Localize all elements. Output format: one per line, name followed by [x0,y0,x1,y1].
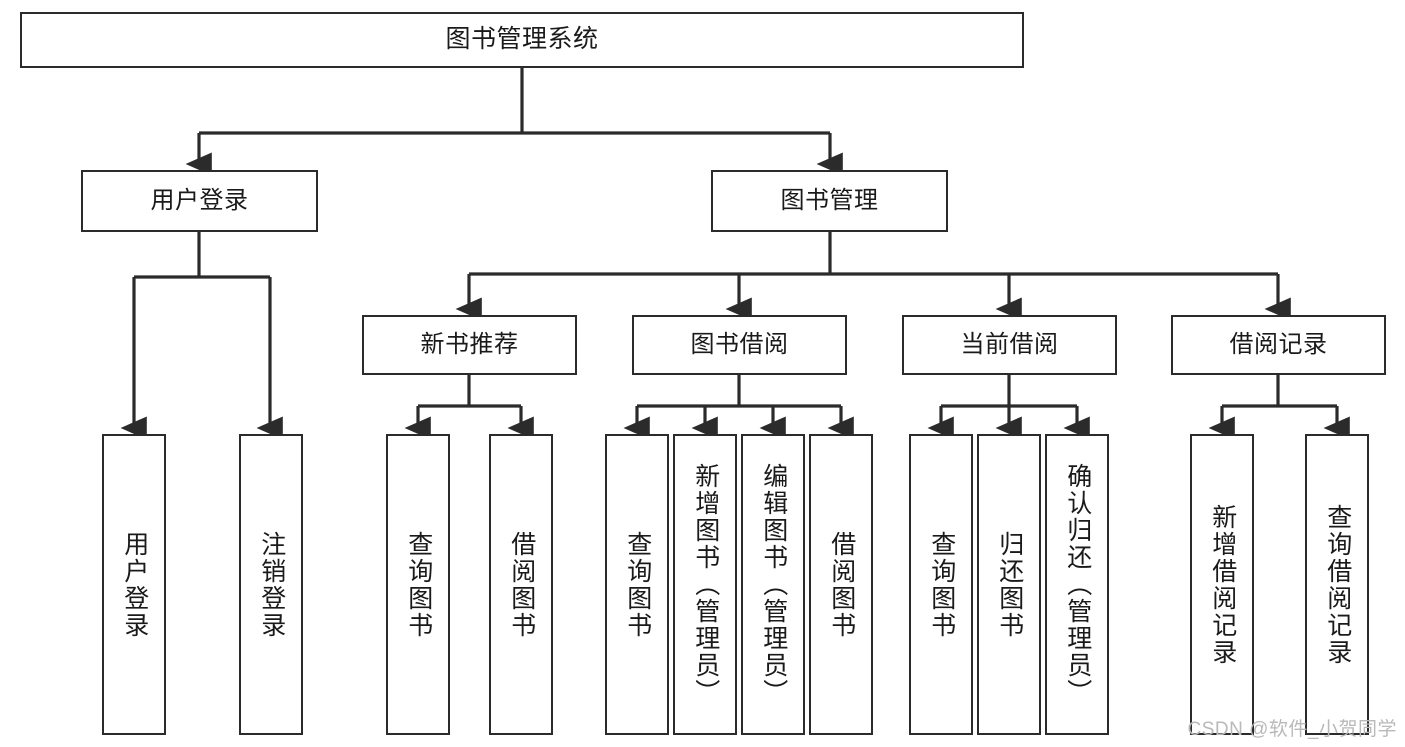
csdn-watermark: CSDN @软件_小贺同学 [1187,719,1397,740]
node-label: 借阅图书 [507,530,536,639]
node-label: 新增借阅记录 [1208,503,1237,666]
node-leaf-borrow-book[interactable]: 借阅图书 [809,434,873,735]
node-leaf-borrow-book-recommend[interactable]: 借阅图书 [489,434,553,735]
node-label: 图书管理系统 [445,25,599,54]
node-book-management[interactable]: 图书管理 [711,170,948,232]
node-leaf-query-borrow-record[interactable]: 查询借阅记录 [1305,434,1369,735]
node-leaf-query-book-borrow[interactable]: 查询图书 [605,434,669,735]
node-leaf-query-book-recommend[interactable]: 查询图书 [386,434,450,735]
node-leaf-user-login[interactable]: 用户登录 [102,434,166,735]
node-new-book-recommend[interactable]: 新书推荐 [362,315,577,375]
node-label: 编辑图书（管理员） [759,463,788,706]
node-label: 查询图书 [927,530,956,639]
node-borrow-record[interactable]: 借阅记录 [1171,315,1386,375]
node-label: 注销登录 [257,530,286,639]
node-label: 用户登录 [120,530,149,639]
node-label: 查询图书 [404,530,433,639]
node-book-borrow[interactable]: 图书借阅 [632,315,847,375]
node-label: 新增图书（管理员） [691,463,720,706]
node-label: 归还图书 [995,530,1024,639]
node-label: 查询图书 [623,530,652,639]
node-leaf-return-book[interactable]: 归还图书 [977,434,1041,735]
node-label: 用户登录 [150,186,249,214]
node-label: 查询借阅记录 [1323,503,1352,666]
node-label: 当前借阅 [960,330,1059,358]
node-current-borrow[interactable]: 当前借阅 [902,315,1117,375]
node-root-book-management-system[interactable]: 图书管理系统 [20,12,1024,68]
node-label: 新书推荐 [420,330,519,358]
node-label: 图书管理 [780,186,879,214]
node-leaf-add-borrow-record[interactable]: 新增借阅记录 [1190,434,1254,735]
node-leaf-query-book-current[interactable]: 查询图书 [909,434,973,735]
node-leaf-edit-book-admin[interactable]: 编辑图书（管理员） [741,434,805,735]
node-label: 借阅记录 [1229,330,1328,358]
node-label: 确认归还（管理员） [1063,463,1092,706]
node-leaf-logout-login[interactable]: 注销登录 [239,434,303,735]
node-label: 图书借阅 [690,330,789,358]
node-leaf-add-book-admin[interactable]: 新增图书（管理员） [673,434,737,735]
node-label: 借阅图书 [827,530,856,639]
node-leaf-confirm-return-admin[interactable]: 确认归还（管理员） [1045,434,1109,735]
node-user-login[interactable]: 用户登录 [81,170,318,232]
